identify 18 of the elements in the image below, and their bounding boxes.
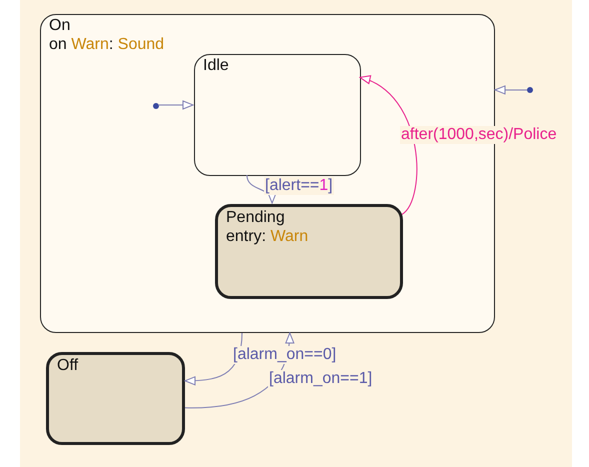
state-box (215, 204, 403, 299)
transition-label: [alert==1] (264, 177, 334, 195)
state-name: On (49, 17, 70, 35)
transition-label: after(1000,sec)/Police (400, 126, 558, 144)
state-box (194, 54, 361, 176)
state-name: Idle (203, 57, 229, 75)
state-name: Off (57, 357, 78, 375)
state-box (46, 352, 185, 445)
state-name: Pending (226, 209, 285, 227)
transition-label: [alarm_on==0] (232, 346, 338, 364)
initial-dot (153, 103, 159, 109)
transition-label: [alarm_on==1] (268, 370, 374, 388)
transition-arrow (246, 174, 276, 204)
transition-arrow (360, 76, 418, 215)
state-action: on Warn: Sound (49, 36, 164, 54)
state-action: entry: Warn (226, 228, 308, 246)
transition-arrow (158, 100, 194, 110)
transition-arrow (494, 85, 528, 94)
